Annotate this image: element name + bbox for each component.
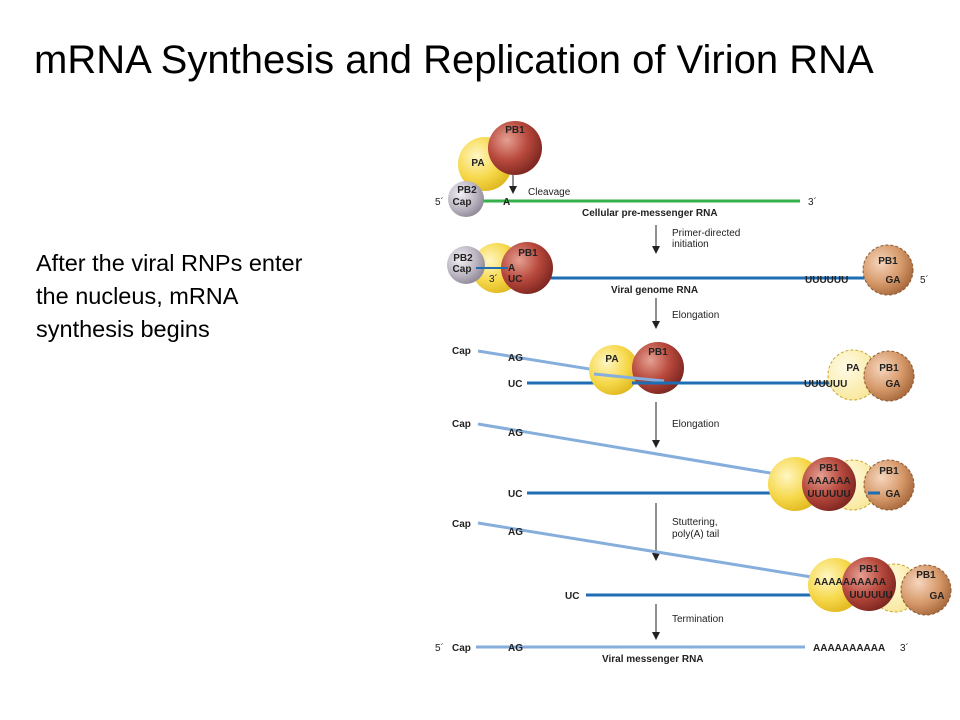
- stuttering-caption-1: Stuttering,: [672, 517, 718, 528]
- aaaaaa-label: AAAAAA: [807, 476, 850, 487]
- pb1-label: PB1: [878, 256, 898, 267]
- elongation-caption-1: Elongation: [672, 310, 719, 321]
- poly-a-tail-label: AAAAAAAAAA: [813, 643, 885, 654]
- nascent-mrna-strand: [477, 422, 801, 480]
- pb1-label: PB1: [518, 248, 538, 259]
- cap-label: Cap: [452, 346, 471, 357]
- pb1-label: PB1: [879, 466, 899, 477]
- pb1-subunit-downstream: [863, 459, 915, 511]
- five-prime-label: 5´: [435, 642, 444, 654]
- pb1-subunit-downstream: [862, 244, 914, 296]
- step-initiation: PB2 Cap PB1 A UC 3´ PB1 GA UUUUUU 5´ Vir…: [447, 242, 929, 296]
- uc-label: UC: [508, 274, 522, 285]
- step-termination: 5´ Cap AG AAAAAAAAAA 3´ Viral messenger …: [435, 642, 909, 665]
- cellular-rna-label: Cellular pre-messenger RNA: [582, 208, 718, 219]
- pa-label: PA: [605, 354, 618, 365]
- primer-a-label: A: [508, 263, 515, 274]
- uuuuuu-label: UUUUUU: [805, 275, 848, 286]
- pb1-label: PB1: [505, 125, 525, 136]
- stuttering-caption-2: poly(A) tail: [672, 529, 719, 540]
- pb1-label: PB1: [648, 347, 668, 358]
- body-line-3: synthesis begins: [36, 316, 210, 342]
- ga-label: GA: [886, 489, 901, 500]
- pb2-subunit: [448, 181, 484, 217]
- step-elongation-2: PB1 AAAAAA UUUUUU PB1 GA Cap AG UC: [452, 419, 915, 511]
- step-elongation-1: PA PB1 Cap AG UC PA PB1 GA UUUUUU: [452, 342, 915, 402]
- pa-label: PA: [471, 158, 484, 169]
- uuuuuu-label: UUUUUU: [807, 489, 850, 500]
- cleavage-caption: Cleavage: [528, 187, 571, 198]
- three-prime-label: 3´: [808, 196, 817, 208]
- pb1-subunit-downstream: [863, 350, 915, 402]
- pb2-subunit: [447, 246, 485, 284]
- ag-label: AG: [508, 643, 523, 654]
- viral-genome-label: Viral genome RNA: [611, 285, 698, 296]
- ag-label: AG: [508, 353, 523, 364]
- pb1-subunit: [632, 342, 684, 394]
- cleavage-a-label: A: [503, 197, 510, 208]
- elongation-caption-2: Elongation: [672, 419, 719, 430]
- pb1-label: PB1: [819, 463, 839, 474]
- uuuuuu-label: UUUUUU: [849, 590, 892, 601]
- pb1-subunit: [488, 121, 542, 175]
- nascent-mrna-strand: [593, 372, 665, 383]
- ga-label: GA: [886, 275, 901, 286]
- cap-label: Cap: [453, 197, 472, 208]
- uuuuuu-label: UUUUUU: [804, 379, 847, 390]
- body-line-2: the nucleus, mRNA: [36, 283, 239, 309]
- pb1-subunit: [501, 242, 553, 294]
- initiation-caption-2: initiation: [672, 239, 709, 250]
- body-line-1: After the viral RNPs enter: [36, 250, 303, 276]
- pb2-label: PB2: [453, 253, 473, 264]
- cap-label: Cap: [452, 419, 471, 430]
- cap-label: Cap: [452, 519, 471, 530]
- uc-label: UC: [508, 379, 522, 390]
- step-cleavage: PB1 PA PB2 Cap 5´ A 3´ Cleavage Cellular…: [435, 121, 817, 219]
- pa-subunit: [589, 345, 639, 395]
- three-prime-label: 3´: [489, 273, 498, 285]
- cap-label: Cap: [453, 264, 472, 275]
- pb1-label: PB1: [916, 570, 936, 581]
- five-prime-label: 5´: [920, 274, 929, 286]
- pb1-label: PB1: [879, 363, 899, 374]
- pa-label: PA: [846, 363, 859, 374]
- pb2-label: PB2: [457, 185, 477, 196]
- poly-a-label: AAAAAAAAAA: [814, 577, 886, 588]
- five-prime-label: 5´: [435, 196, 444, 208]
- termination-caption: Termination: [672, 614, 724, 625]
- pb1-subunit: [842, 557, 896, 611]
- viral-mrna-label: Viral messenger RNA: [602, 654, 704, 665]
- three-prime-label: 3´: [900, 642, 909, 654]
- uc-label: UC: [508, 489, 522, 500]
- ag-label: AG: [508, 527, 523, 538]
- ag-label: AG: [508, 428, 523, 439]
- initiation-caption-1: Primer-directed: [672, 228, 740, 239]
- pb1-subunit: [802, 457, 856, 511]
- ga-label: GA: [930, 591, 945, 602]
- uc-label: UC: [565, 591, 579, 602]
- ga-label: GA: [886, 379, 901, 390]
- cap-label: Cap: [452, 643, 471, 654]
- pb1-label: PB1: [859, 564, 879, 575]
- body-text: After the viral RNPs enter the nucleus, …: [36, 247, 416, 346]
- pb1-subunit-downstream: [900, 564, 952, 616]
- slide-title: mRNA Synthesis and Replication of Virion…: [34, 38, 874, 82]
- step-stuttering: PB1 AAAAAAAAAA UUUUUU PB1 GA Cap AG UC: [452, 519, 952, 616]
- nascent-mrna-strand: [477, 521, 831, 582]
